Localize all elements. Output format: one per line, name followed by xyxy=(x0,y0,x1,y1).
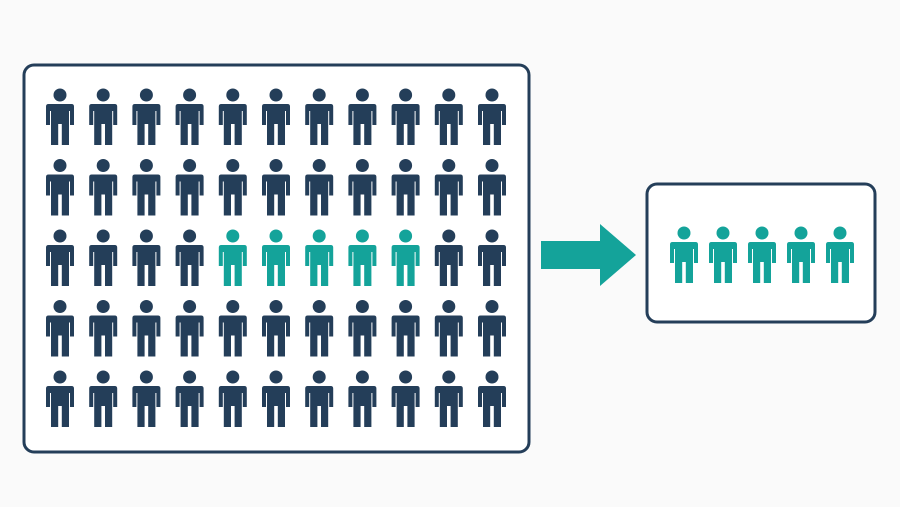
arrow-right-icon xyxy=(541,224,636,286)
